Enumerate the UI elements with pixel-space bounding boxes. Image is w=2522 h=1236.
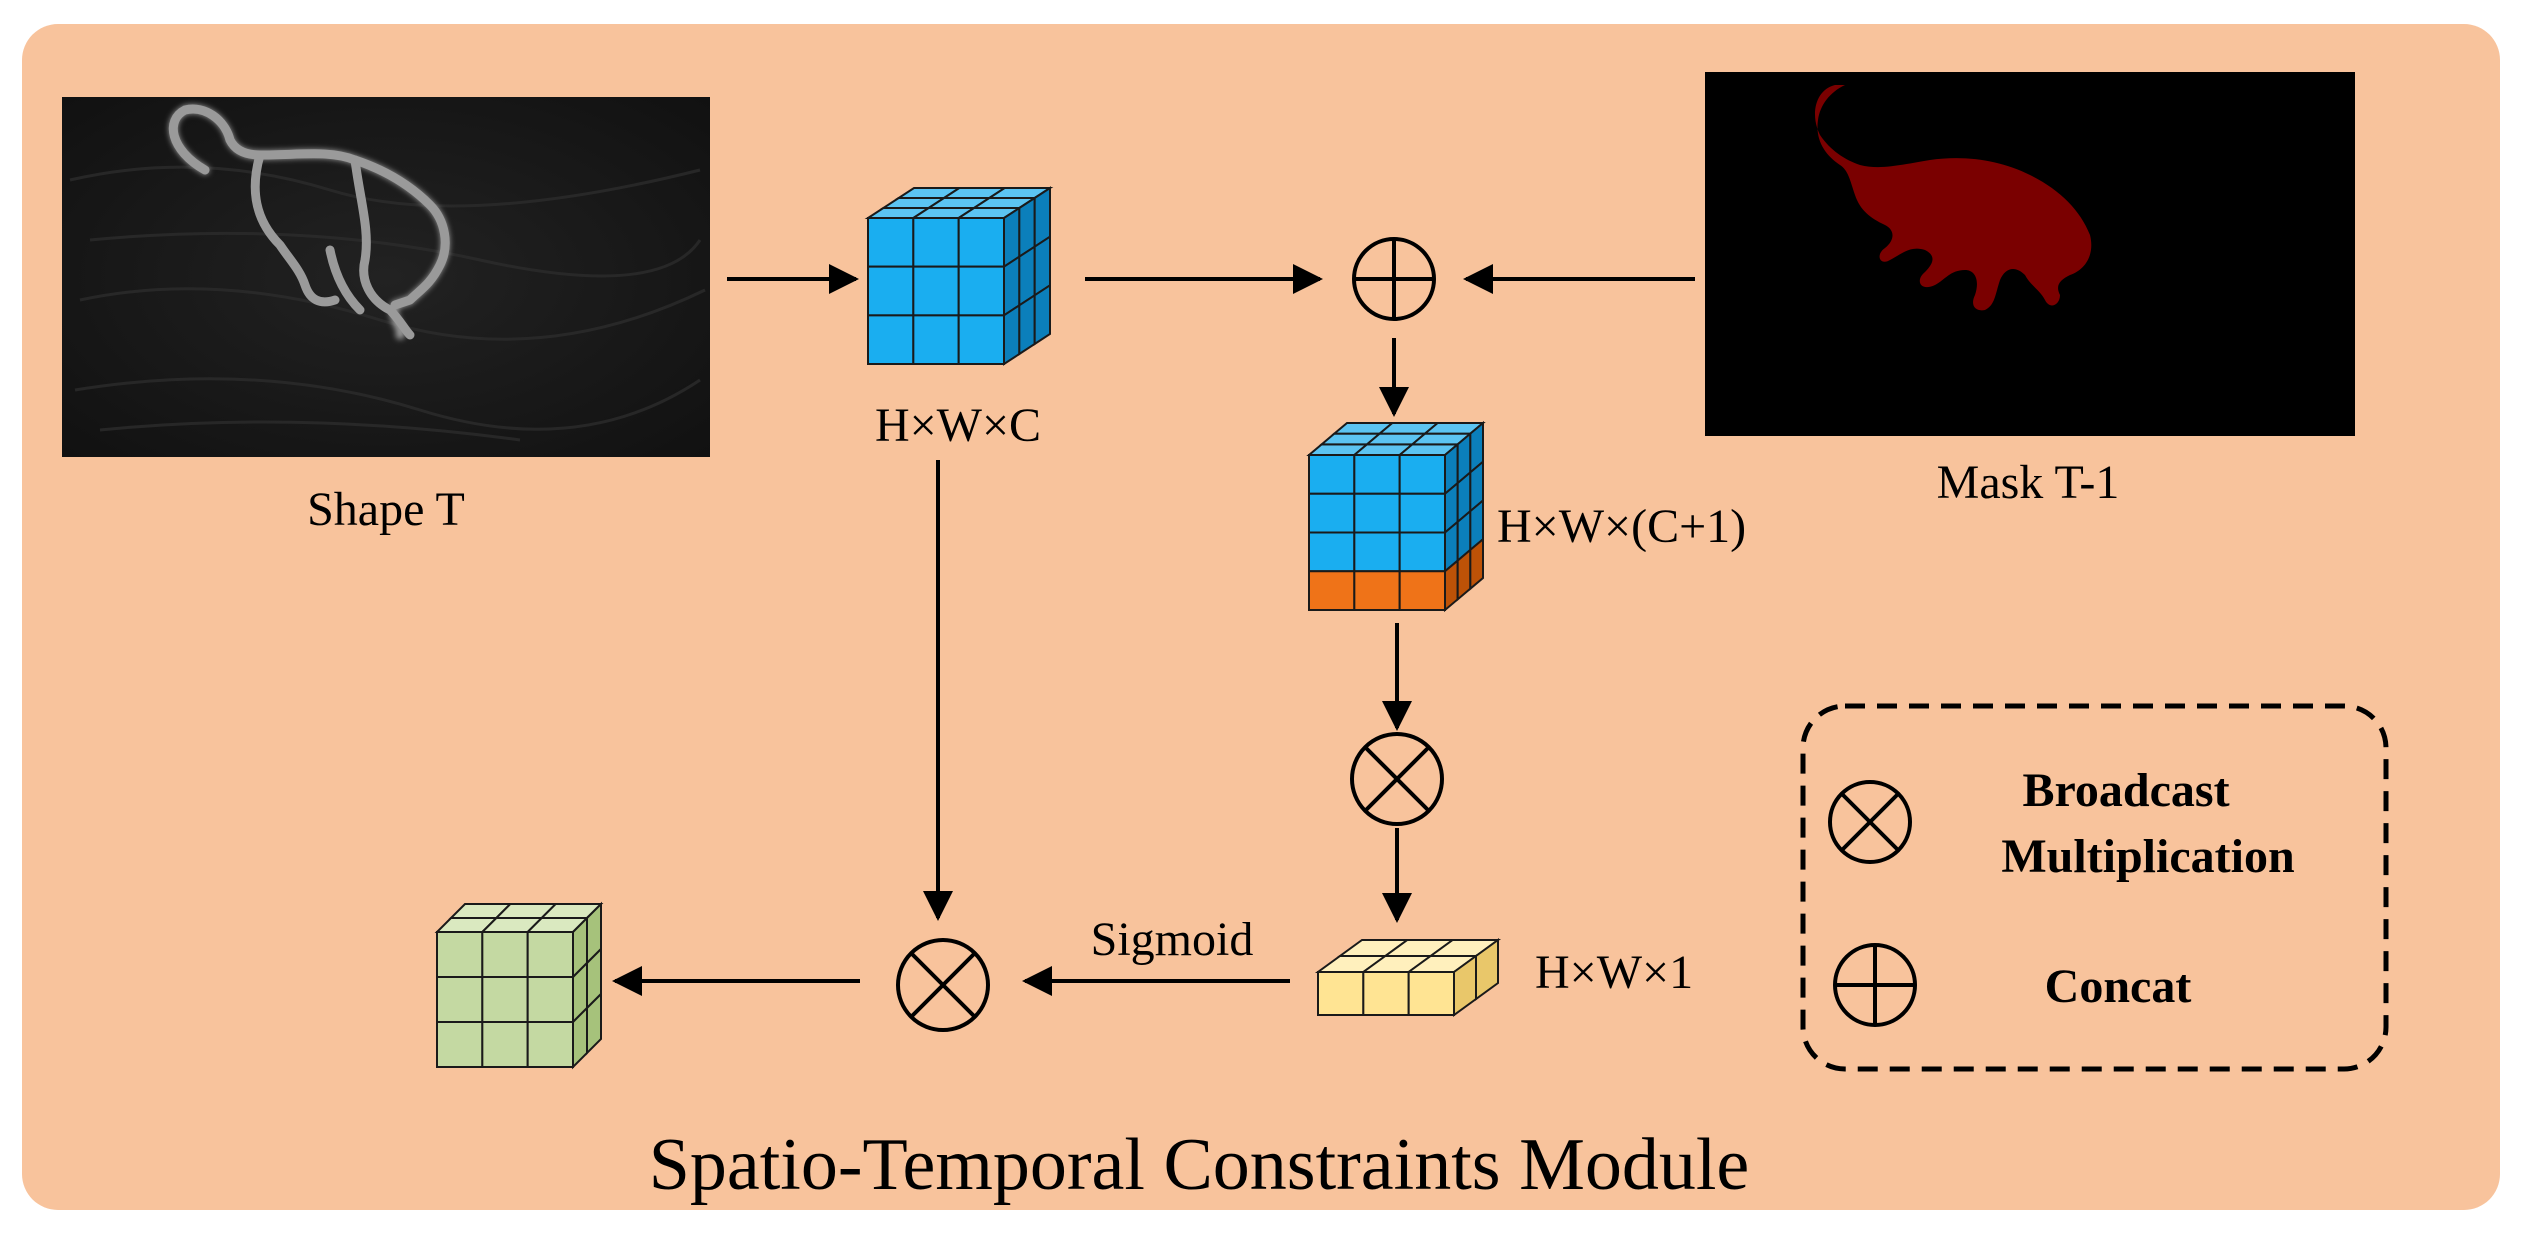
cube-cell-front <box>481 976 529 1023</box>
cube-cell-front <box>957 265 1005 317</box>
concat-cube-label: H×W×(C+1) <box>1497 500 1746 553</box>
legend-concat-icon <box>1833 943 1917 1027</box>
cube-cell-side <box>586 991 602 1056</box>
cube-cell-front <box>867 217 915 268</box>
cube-cell-front <box>1308 531 1356 573</box>
shape-image <box>62 97 710 457</box>
legend-concat-label: Concat <box>2045 960 2192 1013</box>
cube-cell-front <box>1398 570 1446 611</box>
cube-cell-front <box>1398 454 1446 495</box>
diagram-title: Spatio-Temporal Constraints Module <box>649 1124 1750 1206</box>
cube-cell-front <box>526 1021 574 1068</box>
cube-cell-side <box>1003 303 1021 366</box>
cube-cell-front <box>526 976 574 1023</box>
cube-cell-front <box>1308 570 1356 611</box>
cube-cell-front <box>436 931 484 978</box>
feature-cube-label: H×W×C <box>875 399 1041 452</box>
legend-frame <box>1800 703 2389 1072</box>
attention-map <box>1314 938 1502 1017</box>
legend-multiply-label-line1: Broadcast <box>2022 764 2229 817</box>
cube-cell-front <box>957 314 1005 365</box>
cube-cell-front <box>1398 492 1446 534</box>
cube-cell-front <box>912 265 960 317</box>
shape-image-label: Shape T <box>307 483 465 536</box>
mask-image-label: Mask T-1 <box>1937 456 2120 509</box>
cube-cell-front <box>1308 454 1356 495</box>
cube-cell-front <box>481 1021 529 1068</box>
cube-cell-front <box>1308 492 1356 534</box>
cube-cell-front <box>957 217 1005 268</box>
cube-cell-side <box>1475 938 1499 1001</box>
cube-cell-front <box>1398 531 1446 573</box>
concat-op-icon <box>1352 237 1436 321</box>
cube-cell-front <box>436 1021 484 1068</box>
cube-cell-front <box>1353 531 1401 573</box>
legend-multiply-icon <box>1828 780 1912 864</box>
edges <box>612 264 1695 996</box>
cube-cell-front <box>1407 971 1455 1016</box>
cube-cell-front <box>912 217 960 268</box>
cube-cell-front <box>1353 492 1401 534</box>
cube-cell-front <box>1353 570 1401 611</box>
animal-silhouette-outline <box>168 104 450 340</box>
edge-label-sigmoid: Sigmoid <box>1091 913 1254 966</box>
cube-cell-side <box>1033 283 1051 346</box>
cube-cell-front <box>1317 971 1365 1016</box>
cube-cell-front <box>1362 971 1410 1016</box>
multiply-op-2-icon <box>896 938 990 1032</box>
cube-cell-front <box>436 976 484 1023</box>
cube-cell-side <box>1018 293 1036 356</box>
legend-multiply-label-line2: Multiplication <box>2001 830 2294 883</box>
feature-cube <box>864 186 1054 366</box>
cube-cell-front <box>1353 454 1401 495</box>
mask-silhouette <box>1815 85 2092 311</box>
cube-cell-front <box>526 931 574 978</box>
cube-cell-front <box>481 931 529 978</box>
output-cube <box>434 901 604 1070</box>
cube-cell-front <box>912 314 960 365</box>
multiply-op-1-icon <box>1350 732 1444 826</box>
legend: Broadcast Multiplication Concat <box>1800 703 2389 1072</box>
cube-cell-front <box>867 314 915 365</box>
cube-cell-front <box>867 265 915 317</box>
cube-cell-side <box>1469 537 1484 591</box>
attention-map-label: H×W×1 <box>1535 946 1693 999</box>
concat-cube <box>1306 420 1486 613</box>
mask-image <box>1705 72 2355 436</box>
